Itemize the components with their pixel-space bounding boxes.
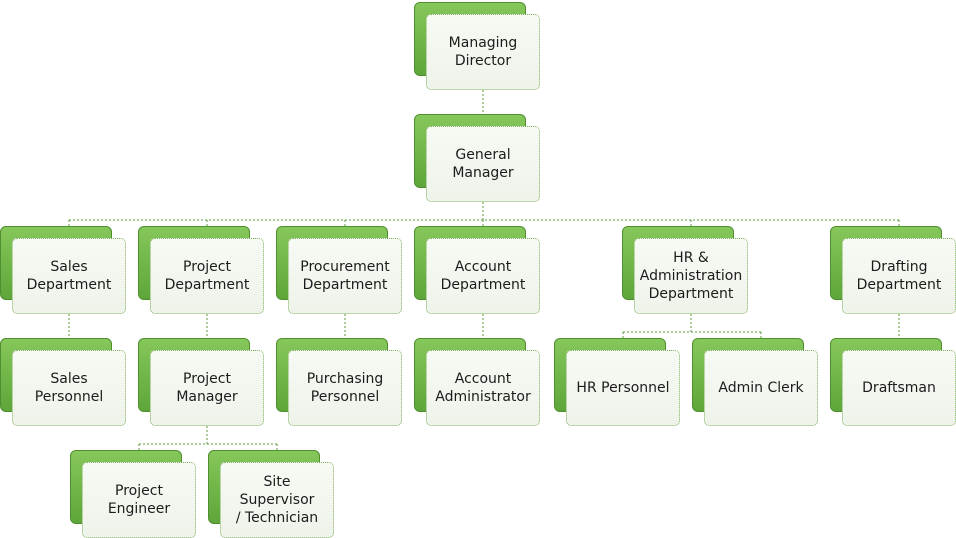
node-draftsman[interactable]: Draftsman bbox=[830, 338, 956, 426]
node-label: Site Supervisor/ Technician bbox=[220, 462, 334, 538]
node-admin-clerk[interactable]: Admin Clerk bbox=[692, 338, 818, 426]
node-label: HR Personnel bbox=[566, 350, 680, 426]
node-hr-personnel[interactable]: HR Personnel bbox=[554, 338, 680, 426]
node-label: Draftsman bbox=[842, 350, 956, 426]
node-site-supervisor-technician[interactable]: Site Supervisor/ Technician bbox=[208, 450, 334, 538]
node-label: Admin Clerk bbox=[704, 350, 818, 426]
